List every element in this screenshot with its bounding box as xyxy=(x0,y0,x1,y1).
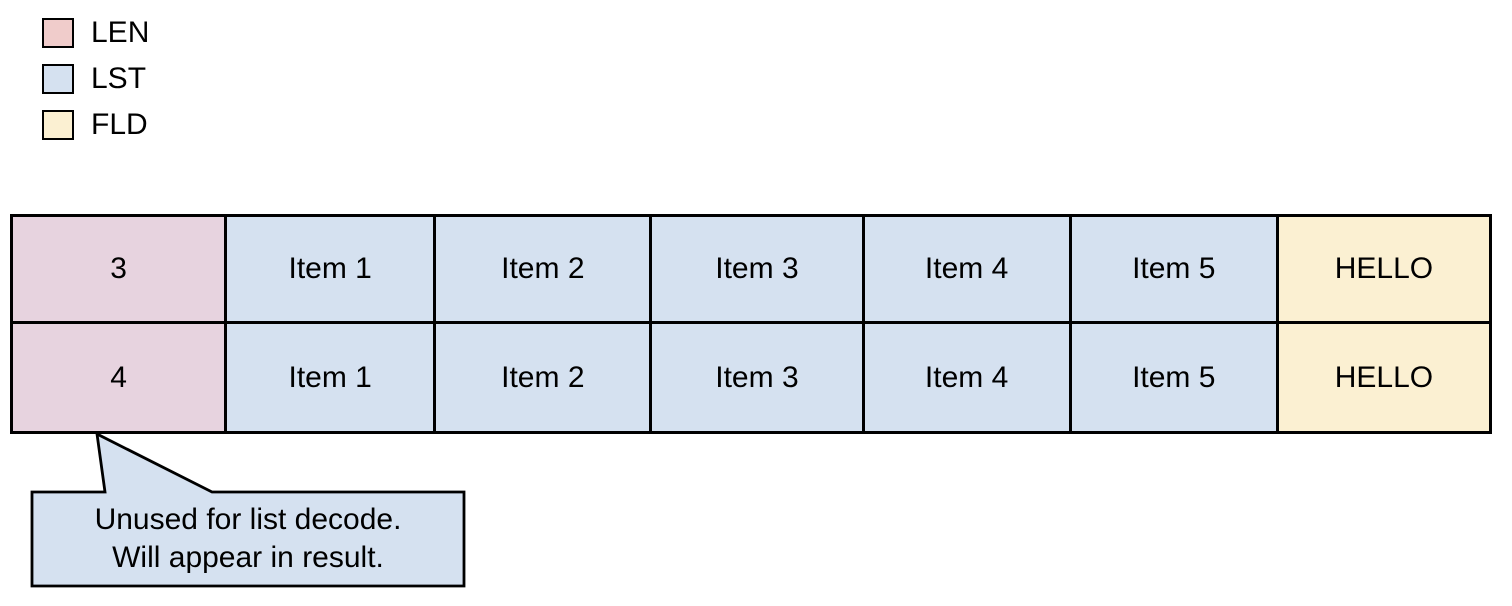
callout-bubble-shape xyxy=(30,431,466,588)
list-item-cell: Item 3 xyxy=(652,217,865,324)
callout-text: Unused for list decode. Will appear in r… xyxy=(32,492,464,586)
legend-label-len: LEN xyxy=(91,16,150,49)
list-item-cell: Item 3 xyxy=(652,324,865,431)
legend-swatch-len-icon xyxy=(42,18,74,48)
len-cell: 4 xyxy=(13,324,228,431)
legend-item-len: LEN xyxy=(42,18,149,48)
legend-item-lst: LST xyxy=(42,64,149,94)
legend-swatch-fld-icon xyxy=(42,110,74,140)
callout-line-2: Will appear in result. xyxy=(112,541,384,574)
legend-label-fld: FLD xyxy=(91,108,148,141)
callout-bubble xyxy=(30,431,466,588)
list-item-cell: Item 2 xyxy=(436,324,653,431)
list-item-cell: Item 4 xyxy=(864,217,1072,324)
list-item-cell: Item 2 xyxy=(436,217,653,324)
table-row-1: 3 Item 1 Item 2 Item 3 Item 4 Item 5 HEL… xyxy=(13,217,1489,324)
legend: LEN LST FLD xyxy=(42,18,149,156)
field-cell: HELLO xyxy=(1278,217,1489,324)
list-item-cell: Item 4 xyxy=(864,324,1072,431)
legend-item-fld: FLD xyxy=(42,110,149,140)
list-item-cell: Item 5 xyxy=(1071,324,1279,431)
len-cell: 3 xyxy=(13,217,228,324)
table-row-2: 4 Item 1 Item 2 Item 3 Item 4 Item 5 HEL… xyxy=(13,324,1489,431)
callout-line-1: Unused for list decode. xyxy=(94,503,402,536)
encoding-table: 3 Item 1 Item 2 Item 3 Item 4 Item 5 HEL… xyxy=(10,214,1492,434)
list-item-cell: Item 1 xyxy=(227,324,437,431)
legend-label-lst: LST xyxy=(91,62,147,95)
field-cell: HELLO xyxy=(1278,324,1489,431)
legend-swatch-lst-icon xyxy=(42,64,74,94)
list-item-cell: Item 1 xyxy=(227,217,437,324)
list-item-cell: Item 5 xyxy=(1071,217,1279,324)
